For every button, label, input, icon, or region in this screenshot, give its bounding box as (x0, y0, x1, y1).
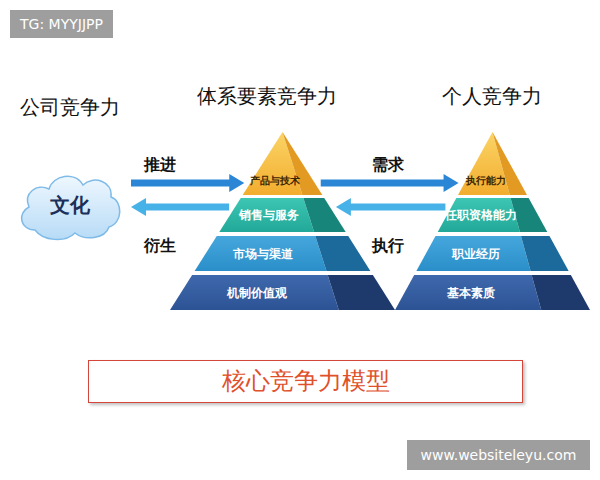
edge-label: 需求 (348, 154, 428, 176)
layer-side-face (521, 236, 569, 271)
edge-label: 推进 (120, 154, 200, 176)
arrow-head (336, 198, 351, 216)
cloud-label: 文化 (15, 191, 125, 219)
pyramid-group: 个人竞争力执行能力任职资格能力职业经历基本素质 (395, 132, 590, 310)
layer-label: 销售与服务 (209, 206, 329, 224)
layer-label: 基本素质 (411, 284, 531, 302)
pyramid-layer: 产品与技术 (170, 132, 395, 195)
pyramid-layer: 执行能力 (395, 132, 590, 195)
pyramid-layer: 机制价值观 (170, 275, 395, 310)
watermark: www.websiteleyu.com (407, 440, 590, 470)
pyramid-group: 体系要素竞争力产品与技术销售与服务市场与渠道机制价值观 (170, 132, 395, 310)
layer-label: 产品与技术 (215, 172, 335, 190)
layer-label: 执行能力 (426, 172, 546, 190)
layer-front-face (395, 275, 541, 310)
arrow-head (444, 174, 459, 192)
section-heading: 体系要素竞争力 (157, 84, 377, 108)
arrow-shaft (321, 180, 446, 187)
layer-label: 任职资格能力 (421, 206, 541, 224)
arrow-head (131, 198, 146, 216)
layer-front-face (195, 236, 327, 271)
caption-box: 核心竞争力模型 (88, 360, 523, 403)
layer-side-face (315, 236, 370, 271)
layer-front-face (170, 275, 339, 310)
double-arrow (131, 198, 229, 216)
double-arrow (131, 174, 244, 192)
layer-side-face (532, 275, 590, 310)
pyramid-layer: 职业经历 (395, 236, 590, 271)
pyramid-layer: 任职资格能力 (395, 198, 590, 232)
double-arrow (321, 174, 459, 192)
section-heading: 个人竞争力 (382, 84, 600, 108)
edge-label: 执行 (348, 235, 428, 257)
pyramid-layer: 市场与渠道 (170, 236, 395, 271)
layer-side-face (328, 275, 395, 310)
arrow-head (229, 174, 244, 192)
section-heading: 公司竞争力 (20, 95, 120, 119)
layer-label: 市场与渠道 (203, 245, 323, 263)
watermark: TG: MYYJJPP (10, 10, 113, 38)
layer-label: 机制价值观 (197, 284, 317, 302)
double-arrow (336, 198, 446, 216)
layer-label: 职业经历 (416, 245, 536, 263)
edge-label: 衍生 (120, 235, 200, 257)
arrow-shaft (349, 204, 446, 211)
arrow-shaft (131, 180, 231, 187)
pyramid-layer: 基本素质 (395, 275, 590, 310)
layer-side-face (303, 198, 345, 232)
culture-cloud: 公司竞争力文化 (15, 165, 125, 245)
arrow-shaft (144, 204, 229, 211)
pyramid-layer: 销售与服务 (170, 198, 395, 232)
